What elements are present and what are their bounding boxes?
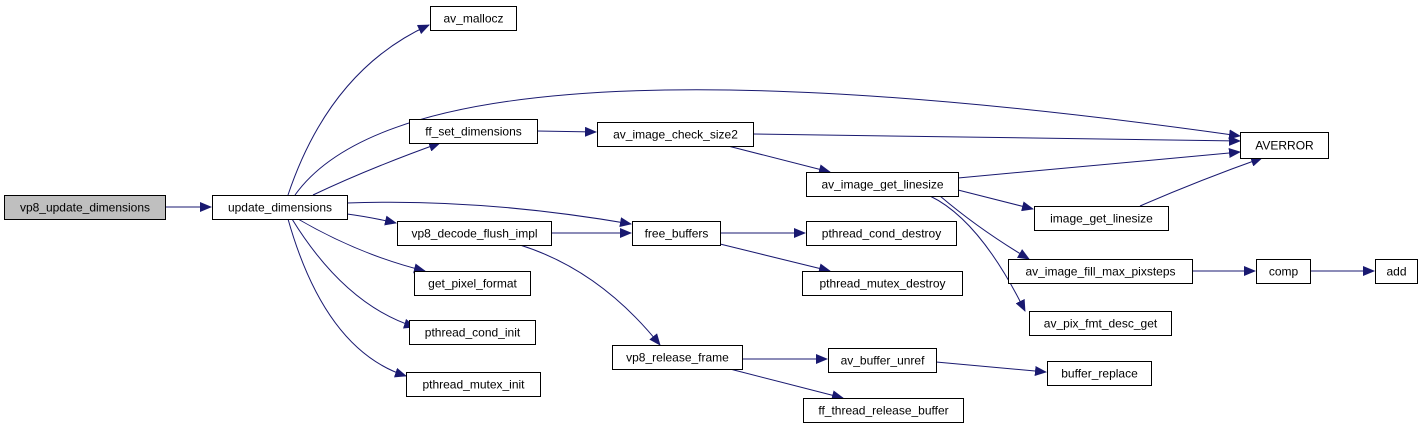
node-label: vp8_release_frame — [626, 351, 729, 365]
node-box — [397, 221, 552, 246]
node-box — [430, 6, 517, 31]
node-label: pthread_cond_init — [425, 326, 521, 340]
node-av_buffer_unref[interactable]: av_buffer_unref — [828, 348, 937, 373]
node-label: comp — [1269, 265, 1299, 279]
node-box — [1240, 132, 1329, 159]
edge-av_image_get_linesize-to-AVERROR — [957, 148, 1241, 179]
edge-update_dimensions-to-pthread_cond_init — [291, 218, 416, 329]
node-label: image_get_linesize — [1050, 212, 1153, 226]
node-box — [632, 221, 721, 246]
edge-ff_set_dimensions-to-av_image_check_size2 — [536, 126, 597, 137]
edge-update_dimensions-to-ff_set_dimensions — [312, 141, 441, 196]
edge-update_dimensions-to-free_buffers — [346, 201, 632, 228]
node-av_image_check_size2[interactable]: av_image_check_size2 — [597, 122, 754, 147]
node-label: get_pixel_format — [428, 277, 517, 291]
node-vp8_update_dimensions[interactable]: vp8_update_dimensions — [4, 195, 166, 220]
edge-vp8_decode_flush_impl-to-vp8_release_frame — [519, 244, 661, 346]
node-box — [806, 221, 957, 246]
node-vp8_release_frame[interactable]: vp8_release_frame — [612, 345, 743, 370]
node-pthread_cond_init[interactable]: pthread_cond_init — [409, 320, 536, 345]
edge-update_dimensions-to-AVERROR — [294, 89, 1241, 196]
node-box — [1008, 259, 1193, 284]
node-box — [1256, 259, 1311, 284]
node-update_dimensions[interactable]: update_dimensions — [212, 195, 348, 220]
node-box — [1047, 361, 1152, 386]
node-AVERROR[interactable]: AVERROR — [1240, 132, 1329, 159]
node-pthread_mutex_destroy[interactable]: pthread_mutex_destroy — [802, 271, 963, 296]
node-ff_set_dimensions[interactable]: ff_set_dimensions — [409, 119, 538, 144]
node-box — [414, 271, 531, 296]
edge-free_buffers-to-pthread_mutex_destroy — [719, 243, 831, 274]
node-box — [612, 345, 743, 370]
edge-vp8_release_frame-to-ff_thread_release_buffer — [729, 368, 844, 401]
node-label: AVERROR — [1255, 139, 1314, 153]
node-box — [1029, 311, 1172, 336]
node-label: av_image_get_linesize — [821, 178, 943, 192]
edge-image_get_linesize-to-AVERROR — [1139, 156, 1263, 207]
node-label: vp8_decode_flush_impl — [411, 227, 537, 241]
node-ff_thread_release_buffer[interactable]: ff_thread_release_buffer — [803, 398, 964, 423]
node-label: pthread_mutex_destroy — [819, 277, 945, 291]
node-label: update_dimensions — [228, 201, 332, 215]
node-label: av_image_check_size2 — [613, 128, 738, 142]
node-label: vp8_update_dimensions — [20, 201, 150, 215]
node-box — [406, 372, 541, 397]
edge-update_dimensions-to-vp8_decode_flush_impl — [346, 213, 397, 226]
node-label: pthread_mutex_init — [422, 378, 525, 392]
edge-av_image_check_size2-to-av_image_get_linesize — [727, 145, 831, 175]
node-box — [1034, 206, 1169, 231]
node-pthread_mutex_init[interactable]: pthread_mutex_init — [406, 372, 541, 397]
node-box — [4, 195, 166, 220]
node-box — [409, 320, 536, 345]
node-get_pixel_format[interactable]: get_pixel_format — [414, 271, 531, 296]
edge-av_buffer_unref-to-buffer_replace — [935, 361, 1047, 376]
node-box — [409, 119, 538, 144]
edges-layer — [165, 24, 1375, 401]
node-label: add — [1386, 265, 1406, 279]
node-box — [802, 271, 963, 296]
node-av_image_get_linesize[interactable]: av_image_get_linesize — [806, 172, 959, 197]
node-box — [1375, 259, 1418, 284]
node-add[interactable]: add — [1375, 259, 1418, 284]
node-vp8_decode_flush_impl[interactable]: vp8_decode_flush_impl — [397, 221, 552, 246]
node-label: buffer_replace — [1061, 367, 1138, 381]
node-label: av_buffer_unref — [841, 354, 926, 368]
node-label: av_image_fill_max_pixsteps — [1025, 265, 1175, 279]
node-label: av_pix_fmt_desc_get — [1044, 317, 1158, 331]
edge-av_image_get_linesize-to-av_pix_fmt_desc_get — [929, 195, 1026, 312]
node-box — [806, 172, 959, 197]
edge-av_image_get_linesize-to-image_get_linesize — [957, 189, 1034, 212]
node-av_mallocz[interactable]: av_mallocz — [430, 6, 517, 31]
edge-av_image_check_size2-to-AVERROR — [752, 133, 1241, 146]
node-box — [597, 122, 754, 147]
edge-update_dimensions-to-get_pixel_format — [297, 218, 426, 274]
node-box — [828, 348, 937, 373]
node-label: ff_set_dimensions — [425, 125, 522, 139]
node-buffer_replace[interactable]: buffer_replace — [1047, 361, 1152, 386]
node-comp[interactable]: comp — [1256, 259, 1311, 284]
node-box — [212, 195, 348, 220]
node-box — [803, 398, 964, 423]
edge-av_image_get_linesize-to-av_image_fill_max_pixsteps — [939, 195, 1030, 260]
node-label: pthread_cond_destroy — [822, 227, 941, 241]
node-av_pix_fmt_desc_get[interactable]: av_pix_fmt_desc_get — [1029, 311, 1172, 336]
node-free_buffers[interactable]: free_buffers — [632, 221, 721, 246]
edge-update_dimensions-to-av_mallocz — [287, 24, 430, 196]
node-label: ff_thread_release_buffer — [818, 404, 948, 418]
node-av_image_fill_max_pixsteps[interactable]: av_image_fill_max_pixsteps — [1008, 259, 1193, 284]
node-label: free_buffers — [645, 227, 709, 241]
edge-update_dimensions-to-pthread_mutex_init — [287, 218, 407, 378]
node-image_get_linesize[interactable]: image_get_linesize — [1034, 206, 1169, 231]
node-pthread_cond_destroy[interactable]: pthread_cond_destroy — [806, 221, 957, 246]
node-label: av_mallocz — [443, 12, 503, 26]
